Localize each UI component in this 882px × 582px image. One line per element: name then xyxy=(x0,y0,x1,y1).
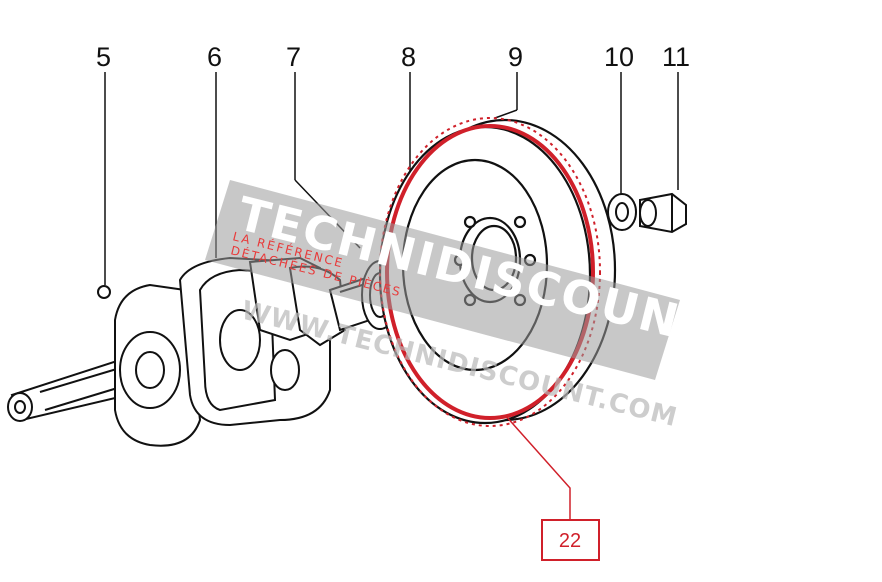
part-number-labels: 5 6 7 8 9 10 11 xyxy=(96,42,690,72)
leader-lines xyxy=(104,72,679,285)
small-nut xyxy=(97,285,111,299)
callout-label-22: 22 xyxy=(559,530,581,552)
callout-22: 22 xyxy=(504,414,600,561)
bolt xyxy=(639,192,687,234)
part-label-5: 5 xyxy=(96,42,111,72)
part-label-8: 8 xyxy=(401,42,416,72)
part-label-7: 7 xyxy=(286,42,301,72)
part-label-9: 9 xyxy=(508,42,523,72)
part-label-11: 11 xyxy=(662,42,690,72)
part-label-10: 10 xyxy=(604,42,634,72)
washer xyxy=(607,193,637,231)
part-label-6: 6 xyxy=(207,42,222,72)
